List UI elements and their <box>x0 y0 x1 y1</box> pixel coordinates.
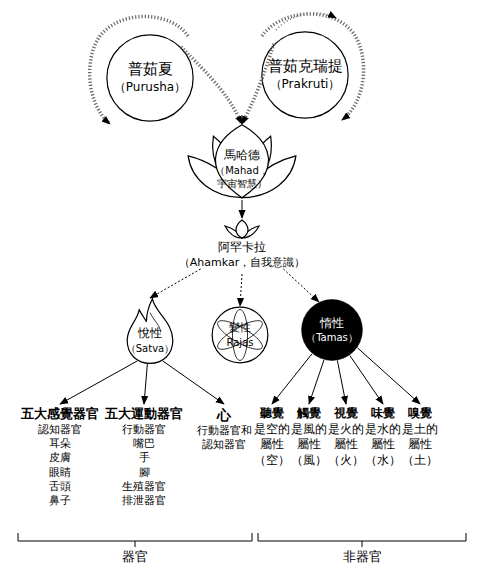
node-title: 變性 <box>229 321 251 335</box>
flow-arrow <box>350 355 383 404</box>
circle-node: 普茹夏（Purusha） <box>106 34 194 122</box>
node-text: （Purusha） <box>114 80 186 96</box>
node-text: 認知器官 <box>38 423 82 437</box>
circle-outline <box>107 35 193 121</box>
node-text: 鼻子 <box>49 494 71 508</box>
node-title: 聽覺 <box>260 406 284 422</box>
flame-node: 悅性（Satva） <box>120 298 180 364</box>
node-title: 普茹夏 <box>128 60 173 80</box>
flow-arrow <box>272 354 312 404</box>
flow-arrow <box>60 361 137 404</box>
node-text: 是土的 屬性 （土） <box>401 422 439 469</box>
flow-arrow <box>150 269 201 298</box>
node-text: Rajas <box>227 336 254 349</box>
node-text: （Prakruti） <box>270 77 341 93</box>
group-label: 器官 <box>95 549 175 566</box>
node-text: 腳 <box>139 466 150 480</box>
dark-circle-node: 惰性（Tamas） <box>301 299 363 361</box>
sense-group: 觸覺是風的 屬性 （風） <box>290 404 328 470</box>
circle-outline <box>262 32 348 118</box>
organ-group: 心行動器官和 認知器官 <box>192 404 256 464</box>
dark-circle <box>302 300 363 361</box>
flow-arrow <box>242 200 243 218</box>
node-text: 舌頭 <box>49 480 71 494</box>
flow-arrow <box>357 348 420 404</box>
node-text: 是空的 屬性 （空） <box>253 422 291 469</box>
organ-group: 五大感覺器官認知器官耳朵皮膚眼睛舌頭鼻子 <box>14 404 106 514</box>
swirl-arrow <box>262 14 364 120</box>
node-text: 行動器官 <box>122 423 166 437</box>
node-text: 是水的 屬性 （水） <box>364 422 402 469</box>
node-title: 惰性 <box>320 316 344 332</box>
node-title: 阿罕卡拉 <box>218 240 266 256</box>
node-title: 五大感覺器官 <box>21 406 99 423</box>
node-title: 悅性 <box>138 326 162 342</box>
node-text: 是火的 屬性 （火） <box>327 422 365 469</box>
flow-arrow <box>283 269 319 302</box>
node-title: 心 <box>217 406 231 424</box>
node-title: 五大運動器官 <box>105 406 183 423</box>
node-title: 普茹克瑞提 <box>268 57 343 77</box>
node-shape <box>301 299 363 361</box>
atom-orbit <box>214 316 266 355</box>
node-text: （Mahad， 宇宙智慧） <box>211 164 273 190</box>
node-text: 眼睛 <box>49 466 71 480</box>
circle-node: 普茹克瑞提（Prakruti） <box>261 31 349 119</box>
bud-petal <box>236 220 248 238</box>
bud-node: 阿罕卡拉（Ahamkar，自我意識） <box>170 218 314 274</box>
node-title: 觸覺 <box>297 406 321 422</box>
node-title: 嗅覺 <box>408 406 432 422</box>
node-title: 味覺 <box>371 406 395 422</box>
flow-arrow <box>337 361 346 404</box>
swirl-arrow <box>276 13 336 30</box>
sense-group: 味覺是水的 屬性 （水） <box>364 404 402 470</box>
lotus-node: 馬哈德（Mahad， 宇宙智慧） <box>187 124 297 200</box>
node-title: 視覺 <box>334 406 358 422</box>
sense-group: 嗅覺是土的 屬性 （土） <box>401 404 439 470</box>
atom-orbit <box>232 309 247 360</box>
node-text: 耳朵 <box>49 437 71 451</box>
node-text: 行動器官和 認知器官 <box>195 424 253 453</box>
node-title: 馬哈德 <box>224 148 260 164</box>
flow-arrow <box>309 360 324 404</box>
atom-node: 變性Rajas <box>211 306 269 364</box>
flow-arrow <box>163 361 224 404</box>
flow-arrow <box>144 364 147 404</box>
organ-group: 五大運動器官行動器官嘴巴手腳生殖器官排泄器官 <box>98 404 190 514</box>
flow-arrow <box>240 274 242 306</box>
node-shape <box>211 306 269 364</box>
node-text: （Satva） <box>126 342 174 355</box>
node-text: （Tamas） <box>306 331 358 344</box>
sense-group: 聽覺是空的 屬性 （空） <box>253 404 291 470</box>
group-label: 非器官 <box>312 549 412 566</box>
atom-outline <box>212 307 268 363</box>
node-text: 嘴巴 <box>133 437 155 451</box>
node-text: （Ahamkar，自我意識） <box>179 256 305 270</box>
bracket <box>18 533 252 547</box>
node-text: 生殖器官 <box>122 480 166 494</box>
bracket <box>258 533 466 547</box>
node-text: 排泄器官 <box>122 494 166 508</box>
node-text: 皮膚 <box>49 451 71 465</box>
atom-orbit <box>214 316 266 355</box>
node-text: 手 <box>139 451 150 465</box>
node-text: 是風的 屬性 （風） <box>290 422 328 469</box>
sense-group: 視覺是火的 屬性 （火） <box>327 404 365 470</box>
